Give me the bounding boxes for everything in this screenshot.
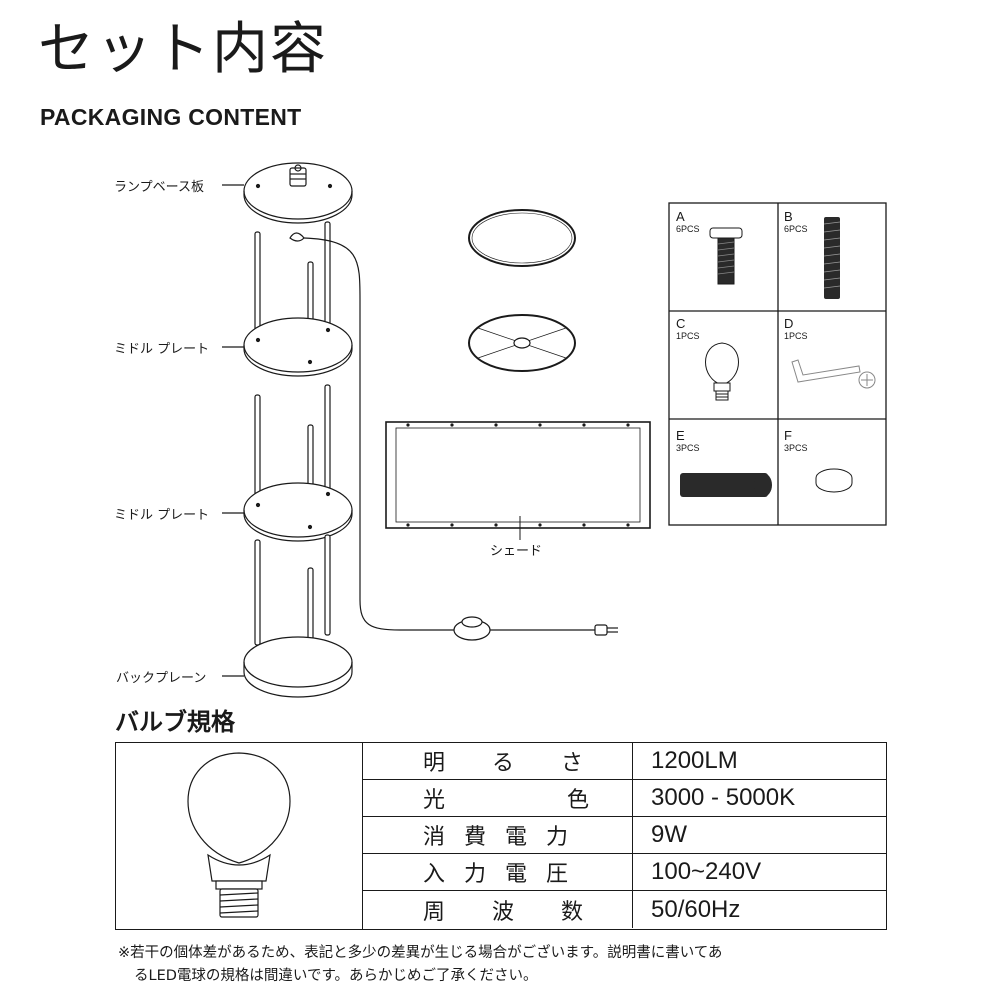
accessory-b-qty: 6PCS (784, 224, 808, 234)
accessory-a-letter: A (676, 209, 685, 224)
footnote-line-2: るLED電球の規格は間違いです。あらかじめご了承ください。 (134, 968, 538, 984)
accessory-a-qty: 6PCS (676, 224, 700, 234)
spec-value: 3000 - 5000K (651, 784, 796, 811)
bulb-small-icon (705, 342, 739, 401)
spec-key: 消 費 電 力 (363, 817, 633, 853)
hex-key-icon (791, 359, 876, 389)
spec-key: 明 る さ (363, 743, 633, 779)
label-back-plane: バックプレーン (116, 671, 207, 686)
spec-row: 消 費 電 力 9W (363, 817, 886, 854)
shade-panel (385, 421, 651, 529)
page-title: セット内容 (38, 17, 328, 82)
accessory-f-qty: 3PCS (784, 443, 808, 453)
label-middle-plate-2: ミドル プレート (114, 508, 210, 523)
accessory-c-qty: 1PCS (676, 331, 700, 341)
label-shade: シェード (490, 544, 543, 559)
socket-icon (289, 167, 307, 187)
accessory-e-letter: E (676, 428, 685, 443)
shade-ring-top (468, 209, 576, 267)
accessory-d-letter: D (784, 316, 794, 331)
bulb-icon (187, 752, 291, 918)
screw-icon (709, 227, 743, 285)
spec-table: 明 る さ 1200LM 光 色 3000 - 5000K 消 費 電 力 9W… (115, 742, 887, 930)
spec-value: 50/60Hz (651, 895, 741, 923)
accessory-d-qty: 1PCS (784, 331, 808, 341)
accessory-b-letter: B (784, 209, 793, 224)
spec-row: 入 力 電 圧 100~240V (363, 854, 886, 891)
spec-value: 100~240V (651, 858, 762, 885)
shade-ring-bottom (468, 314, 576, 372)
spec-key: 入 力 電 圧 (363, 854, 633, 890)
footnote-line-1: ※若干の個体差があるため、表記と多少の差異が生じる場合がございます。説明書に書い… (118, 945, 723, 961)
accessory-f-letter: F (784, 428, 792, 443)
accessory-c-letter: C (676, 316, 686, 331)
assembly-diagram (222, 162, 887, 698)
plug-icon (594, 624, 608, 636)
spec-key: 光 色 (363, 780, 633, 816)
spec-heading: バルブ規格 (115, 708, 235, 736)
accessory-grid (668, 202, 887, 526)
spec-value: 9W (651, 821, 687, 848)
spec-row: 周 波 数 50/60Hz (363, 891, 886, 928)
label-base-plate: ランプベース板 (114, 180, 204, 195)
bulb-illustration-cell (116, 743, 363, 929)
spec-value: 1200LM (651, 747, 738, 774)
spec-row: 明 る さ 1200LM (363, 743, 886, 780)
accessory-e-qty: 3PCS (676, 443, 700, 453)
spec-key: 周 波 数 (363, 891, 633, 928)
spec-row: 光 色 3000 - 5000K (363, 780, 886, 817)
label-middle-plate-1: ミドル プレート (114, 342, 210, 357)
pad-icon (815, 468, 853, 493)
footnote: ※若干の個体差があるため、表記と多少の差異が生じる場合がございます。説明書に書い… (118, 942, 898, 988)
page-subtitle: PACKAGING CONTENT (40, 104, 302, 130)
strip-icon (680, 473, 772, 497)
